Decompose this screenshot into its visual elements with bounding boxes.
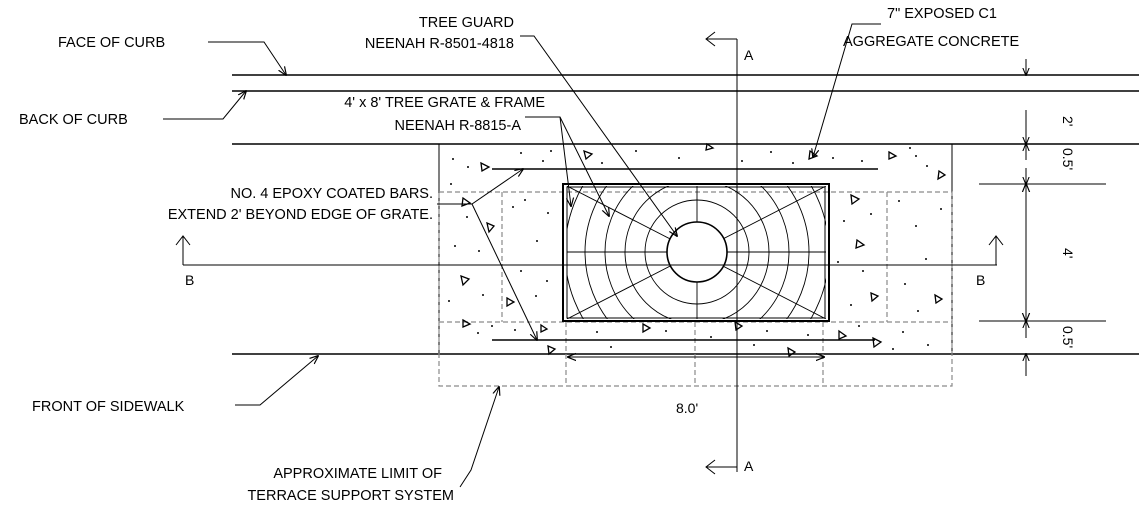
dim-grate-length: 8.0' [676, 400, 698, 416]
section-a-cut [705, 31, 738, 475]
label-limit-line2: TERRACE SUPPORT SYSTEM [247, 488, 454, 504]
section-a-label-top: A [744, 47, 754, 63]
label-grate-line2: NEENAH R-8815-A [394, 118, 521, 134]
tree-grate [562, 183, 830, 322]
grate-inner-frame [566, 186, 826, 319]
label-grate-line1: 4' x 8' TREE GRATE & FRAME [344, 95, 545, 111]
label-concrete-line1: 7" EXPOSED C1 [887, 6, 997, 22]
dim-gap-top: 0.5' [1060, 148, 1076, 170]
dim-gap-bottom: 0.5' [1060, 326, 1076, 348]
section-a-label-bottom: A [744, 458, 754, 474]
label-tree-guard-line1: TREE GUARD [419, 15, 514, 31]
label-bars-line2: EXTEND 2' BEYOND EDGE OF GRATE. [168, 207, 433, 223]
dim-curb-width: 2' [1060, 116, 1076, 126]
tree-opening [666, 221, 728, 283]
label-back-of-curb: BACK OF CURB [19, 112, 128, 128]
section-b-label-left: B [185, 272, 194, 288]
label-front-of-sidewalk: FRONT OF SIDEWALK [32, 399, 185, 415]
label-bars-line1: NO. 4 EPOXY COATED BARS. [230, 186, 433, 202]
aggregate-symbols [460, 142, 947, 358]
right-dimension-lines [979, 59, 1106, 376]
dim-grate-width: 4' [1060, 248, 1076, 258]
section-b-label-right: B [976, 272, 985, 288]
aggregate-dots [448, 147, 942, 350]
label-concrete-line2: AGGREGATE CONCRETE [843, 34, 1019, 50]
section-b-cut [175, 235, 1004, 266]
label-tree-guard-line2: NEENAH R-8501-4818 [365, 36, 514, 52]
grate-frame [562, 183, 830, 322]
leader-lines [163, 23, 881, 488]
label-face-of-curb: FACE OF CURB [58, 35, 165, 51]
label-limit-line1: APPROXIMATE LIMIT OF [273, 466, 442, 482]
